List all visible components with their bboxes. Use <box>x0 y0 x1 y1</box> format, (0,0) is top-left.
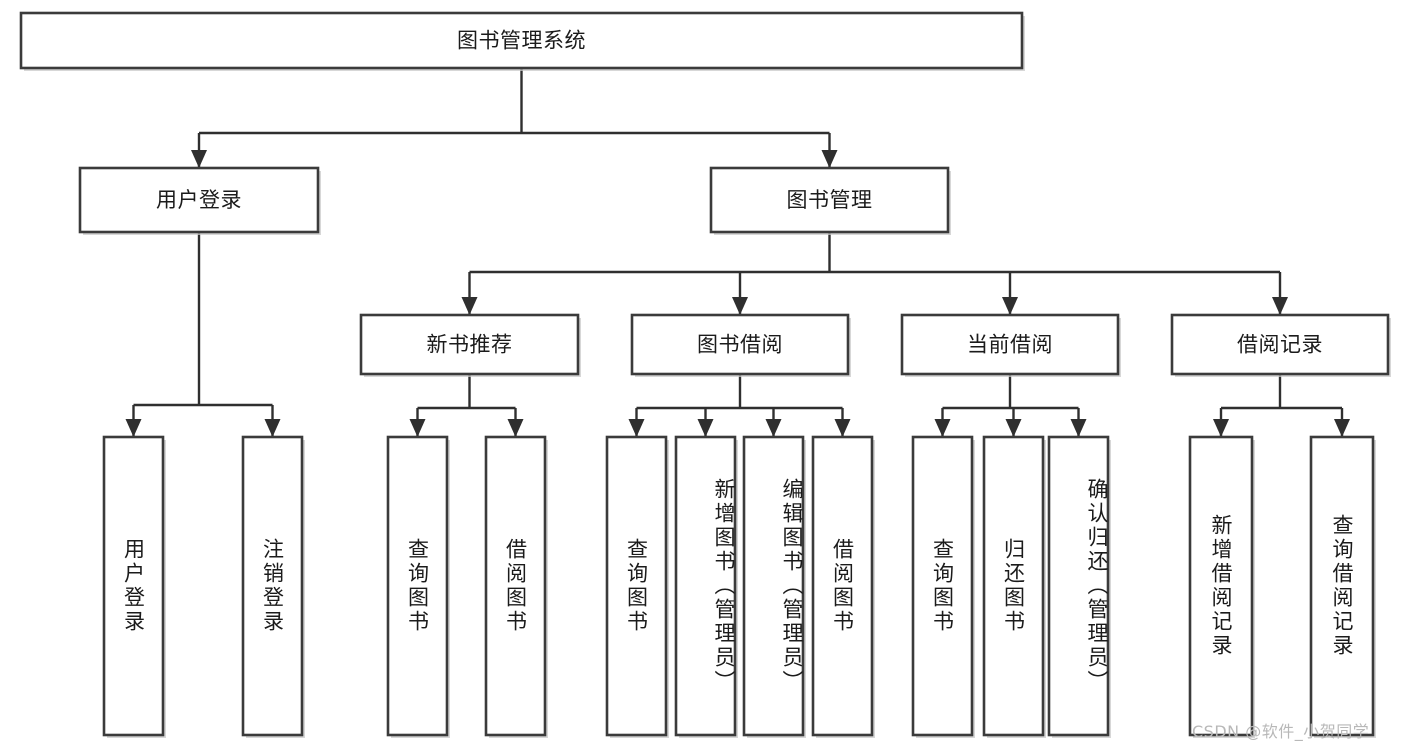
node-leaf-new_book-1[interactable] <box>484 435 547 737</box>
leaf-book_borrow-arrow-icon-2 <box>765 419 782 437</box>
root-arrow-icon-1 <box>821 150 838 168</box>
leaf-book_borrow-arrow-icon-3 <box>834 419 851 437</box>
node-leaf-book_borrow-2[interactable] <box>742 435 805 737</box>
node-leaf-user_login-0[interactable] <box>102 435 165 737</box>
node-root-label: 图书管理系统 <box>457 29 586 53</box>
node-level2-label-0: 用户登录 <box>156 188 242 212</box>
node-level3-label-3: 借阅记录 <box>1237 333 1323 357</box>
node-level2-1[interactable] <box>709 166 950 234</box>
leaf-borrow_record-arrow-icon-0 <box>1213 419 1229 437</box>
node-leaf-current_borrow-1[interactable] <box>982 435 1045 737</box>
leaf-current_borrow-arrow-icon-1 <box>1005 419 1022 437</box>
node-root[interactable] <box>19 11 1024 70</box>
node-level3-label-0: 新书推荐 <box>427 333 513 357</box>
connector-lines <box>125 68 1350 437</box>
node-level3-0[interactable] <box>359 313 580 376</box>
node-leaf-book_borrow-0[interactable] <box>605 435 668 737</box>
node-level3-label-1: 图书借阅 <box>697 333 783 357</box>
node-leaf-user_login-1[interactable] <box>241 435 304 737</box>
leaf-current_borrow-arrow-icon-0 <box>934 419 951 437</box>
leaf-current_borrow-arrow-icon-2 <box>1070 419 1087 437</box>
node-leaf-new_book-0[interactable] <box>386 435 449 737</box>
node-leaf-current_borrow-0[interactable] <box>911 435 974 737</box>
node-level3-2[interactable] <box>900 313 1120 376</box>
book-mgmt-arrow-icon-3 <box>1272 297 1288 315</box>
book-mgmt-arrow-icon-1 <box>732 297 748 315</box>
leaf-user_login-arrow-icon-0 <box>125 419 142 437</box>
leaf-book_borrow-arrow-icon-0 <box>628 419 645 437</box>
root-arrow-icon-0 <box>191 150 207 168</box>
node-level3-3[interactable] <box>1170 313 1390 376</box>
leaf-book_borrow-arrow-icon-1 <box>697 419 714 437</box>
node-leaf-borrow_record-1[interactable] <box>1309 435 1375 737</box>
node-leaf-current_borrow-2[interactable] <box>1047 435 1110 737</box>
node-leaf-borrow_record-0[interactable] <box>1188 435 1254 737</box>
node-boxes <box>19 11 1391 738</box>
node-level3-label-2: 当前借阅 <box>967 333 1053 357</box>
book-mgmt-arrow-icon-0 <box>461 297 478 315</box>
node-leaf-book_borrow-3[interactable] <box>811 435 874 737</box>
leaf-new_book-arrow-icon-1 <box>507 419 524 437</box>
node-leaf-book_borrow-1[interactable] <box>674 435 737 737</box>
leaf-user_login-arrow-icon-1 <box>264 419 281 437</box>
leaf-new_book-arrow-icon-0 <box>409 419 426 437</box>
node-level2-label-1: 图书管理 <box>787 188 873 212</box>
leaf-borrow_record-arrow-icon-1 <box>1334 419 1350 437</box>
csdn-watermark: CSDN @软件_小贺同学 <box>1192 722 1370 741</box>
node-level2-0[interactable] <box>78 166 320 234</box>
node-level3-1[interactable] <box>630 313 850 376</box>
book-mgmt-arrow-icon-2 <box>1002 297 1018 315</box>
